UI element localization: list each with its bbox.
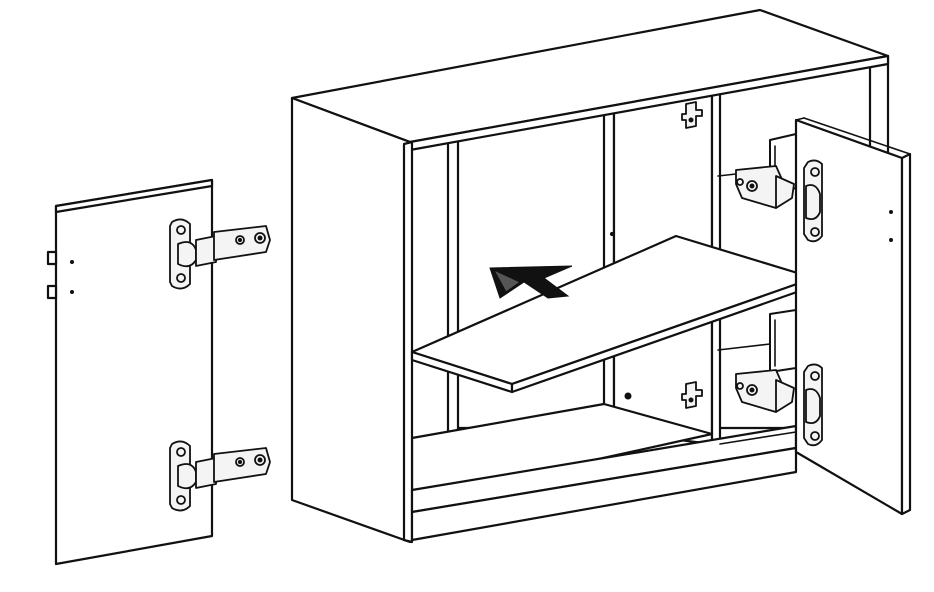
right-door-edge — [900, 152, 912, 516]
cabinet-left-side-panel — [290, 96, 412, 544]
door-dowel — [46, 250, 58, 266]
cabinet-left-front-edge — [402, 140, 414, 544]
cup-hinge-icon — [735, 363, 823, 447]
shelf-pin-hole-lower — [624, 392, 632, 400]
cabinet-plinth — [410, 446, 798, 542]
hinge-guide-line-lower — [717, 343, 771, 351]
shelf-board — [410, 234, 816, 394]
arrow-insert-icon — [489, 265, 573, 299]
cabinet-bottom-line — [719, 431, 797, 445]
left-door-top-edge — [54, 178, 214, 214]
cabinet-left-inner-side — [446, 138, 460, 434]
door-dowel — [46, 284, 58, 300]
shelf-clip-lower — [681, 381, 703, 409]
hinge-guide-line — [717, 173, 737, 177]
cup-hinge-icon — [169, 218, 271, 290]
shelf-clip-upper — [681, 101, 703, 129]
shelf-pin-hole — [609, 231, 615, 237]
cup-hinge-icon — [735, 159, 823, 243]
cup-hinge-icon — [169, 440, 271, 512]
mounting-plate-lower — [769, 309, 797, 373]
